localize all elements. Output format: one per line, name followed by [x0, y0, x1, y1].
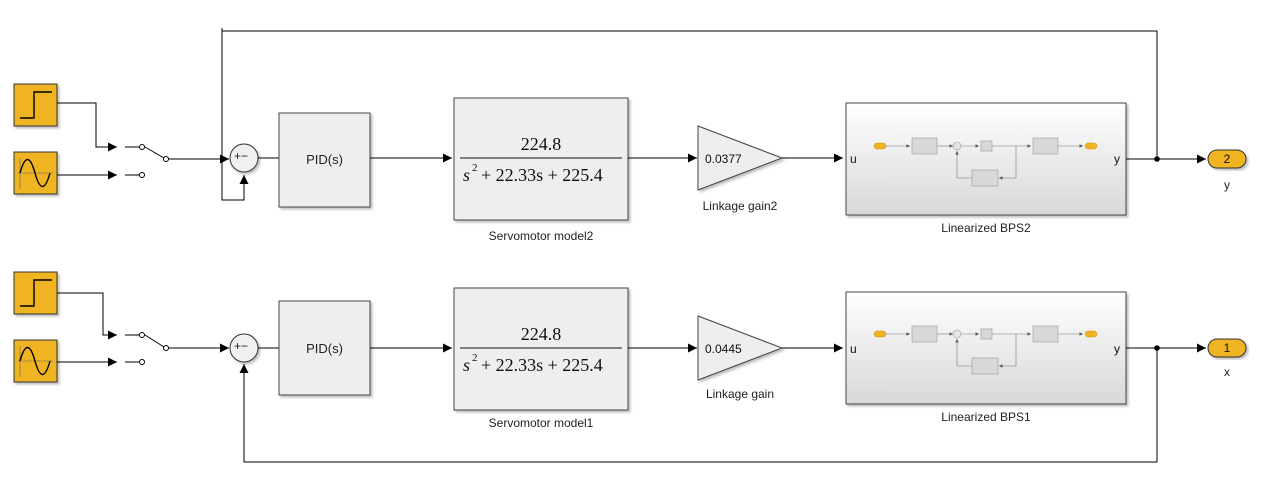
outport-label-top: y [1224, 178, 1230, 192]
tf-den-exp-bottom: 2 [472, 352, 478, 364]
manual-switch-bottom[interactable] [125, 332, 169, 365]
pid-label-bottom: PID(s) [306, 341, 343, 356]
row-top: +− PID(s) 224.8 s 2 + 22.33s + 225.4 Ser… [13, 28, 1247, 243]
bps-in-bottom: u [850, 342, 857, 356]
step-icon [20, 279, 52, 307]
servo-label-top: Servomotor model2 [489, 229, 594, 243]
outport-label-bottom: x [1224, 365, 1230, 379]
bps-out-top: y [1114, 152, 1120, 166]
manual-switch-top[interactable] [125, 144, 169, 178]
tf-den-rest-top: + 22.33s + 225.4 [481, 165, 603, 185]
bps-label-bottom: Linearized BPS1 [941, 410, 1031, 424]
sine-icon [19, 346, 51, 376]
bps-subsystem-bottom[interactable]: u y [845, 291, 1127, 405]
sine-icon [19, 158, 51, 188]
pid-label-top: PID(s) [306, 152, 343, 167]
step-source-top[interactable] [13, 83, 58, 127]
servomotor-tf-top[interactable]: 224.8 s 2 + 22.33s + 225.4 [453, 97, 629, 221]
servomotor-tf-bottom[interactable]: 224.8 s 2 + 22.33s + 225.4 [453, 287, 629, 411]
tf-den-s-bottom: s [463, 355, 470, 375]
gain-label-top: Linkage gain2 [703, 199, 778, 213]
sine-source-top[interactable] [13, 151, 58, 195]
tf-den-s-top: s [463, 165, 470, 185]
outport-bottom[interactable]: 1 [1207, 338, 1247, 358]
tf-den-exp-top: 2 [472, 162, 478, 174]
subsystem-preview-icon [873, 137, 1098, 187]
outport-number-top: 2 [1224, 152, 1231, 166]
tf-numerator-top: 224.8 [521, 134, 562, 154]
tf-den-rest-bottom: + 22.33s + 225.4 [481, 355, 603, 375]
step-source-bottom[interactable] [13, 271, 58, 315]
gain-value-top: 0.0377 [705, 152, 742, 166]
outport-top[interactable]: 2 [1207, 149, 1247, 169]
bps-in-top: u [850, 152, 857, 166]
tf-numerator-bottom: 224.8 [521, 324, 562, 344]
gain-block-top[interactable]: 0.0377 [697, 125, 784, 191]
row-bottom: +− PID(s) 224.8 s 2 + 22.33s + 225.4 Ser… [13, 271, 1247, 463]
sum-signs-bottom: +− [234, 339, 248, 353]
sine-source-bottom[interactable] [13, 339, 58, 383]
gain-block-bottom[interactable]: 0.0445 [697, 315, 784, 381]
bps-label-top: Linearized BPS2 [941, 221, 1031, 235]
pid-block-top[interactable]: PID(s) [278, 112, 371, 208]
gain-value-bottom: 0.0445 [705, 342, 742, 356]
gain-label-bottom: Linkage gain [706, 387, 774, 401]
sum-block-bottom[interactable]: +− [229, 333, 259, 363]
sum-block-top[interactable]: +− [229, 143, 259, 173]
step-icon [20, 91, 52, 119]
bps-subsystem-top[interactable]: u y [845, 102, 1127, 216]
sum-signs-top: +− [234, 149, 248, 163]
servo-label-bottom: Servomotor model1 [489, 416, 594, 430]
subsystem-preview-icon [873, 325, 1098, 375]
outport-number-bottom: 1 [1224, 341, 1231, 355]
bps-out-bottom: y [1114, 342, 1120, 356]
pid-block-bottom[interactable]: PID(s) [278, 300, 371, 396]
